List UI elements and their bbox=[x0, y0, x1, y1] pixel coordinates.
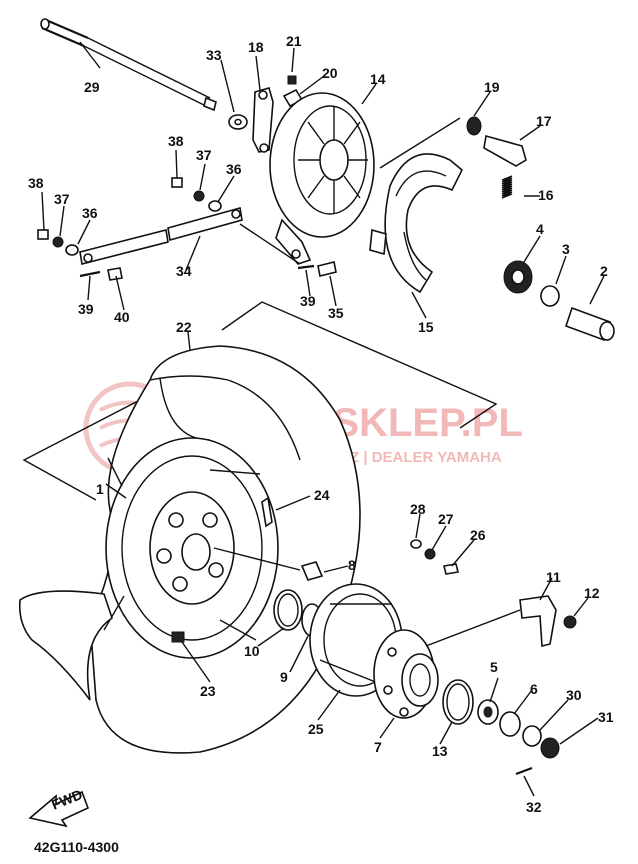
part-tension-bar bbox=[79, 206, 243, 265]
callout-30: 30 bbox=[566, 687, 582, 703]
callout-16: 16 bbox=[538, 187, 554, 203]
assembly-guide-middle bbox=[221, 301, 498, 429]
callout-38: 38 bbox=[168, 133, 184, 149]
callout-8: 8 bbox=[348, 557, 356, 573]
part-clutch-hub bbox=[373, 629, 439, 719]
part-seal-6 bbox=[499, 711, 521, 737]
callout-32: 32 bbox=[526, 799, 542, 815]
callout-11: 11 bbox=[546, 569, 561, 585]
part-fasteners-left bbox=[37, 229, 79, 256]
callout-13: 13 bbox=[432, 743, 448, 759]
part-oring-13 bbox=[442, 679, 474, 725]
callout-27: 27 bbox=[438, 511, 454, 527]
callout-6: 6 bbox=[530, 681, 538, 697]
callout-18: 18 bbox=[248, 39, 264, 55]
part-cam-lever bbox=[252, 87, 274, 153]
callout-35: 35 bbox=[328, 305, 344, 321]
assembly-guide-left bbox=[22, 399, 141, 501]
part-axle-nut-31 bbox=[540, 737, 560, 759]
callout-28: 28 bbox=[410, 501, 426, 517]
fwd-arrow-icon: FWD bbox=[28, 786, 90, 828]
diagram-code: 42G110-4300 bbox=[34, 839, 119, 855]
callout-15: 15 bbox=[418, 319, 434, 335]
callout-23: 23 bbox=[200, 683, 216, 699]
callout-38-left: 38 bbox=[28, 175, 44, 191]
part-spacer-3 bbox=[540, 285, 560, 307]
callout-25: 25 bbox=[308, 721, 324, 737]
callout-36-left: 36 bbox=[82, 205, 98, 221]
part-wheel-tire bbox=[89, 345, 361, 754]
part-axle bbox=[40, 18, 217, 112]
callout-21: 21 bbox=[286, 33, 302, 49]
part-tube bbox=[18, 590, 113, 701]
part-oil-seal-19 bbox=[466, 116, 482, 136]
callout-39-left: 39 bbox=[78, 301, 94, 317]
part-brake-shoes bbox=[369, 153, 463, 294]
part-collar-8 bbox=[300, 561, 324, 581]
part-spring bbox=[501, 175, 513, 199]
callout-34: 34 bbox=[176, 263, 192, 279]
callout-37-left: 37 bbox=[54, 191, 70, 207]
part-cotter-pin-32 bbox=[515, 766, 533, 776]
part-bolt-26 bbox=[443, 563, 459, 575]
callout-22: 22 bbox=[176, 319, 192, 335]
part-bolt-35 bbox=[317, 261, 337, 277]
callout-5: 5 bbox=[490, 659, 498, 675]
callout-40: 40 bbox=[114, 309, 130, 325]
part-oring-10 bbox=[273, 589, 303, 631]
callouts: 1 2 3 4 5 6 7 8 9 10 11 12 13 14 15 16 1… bbox=[28, 33, 614, 815]
part-nut-27 bbox=[424, 548, 436, 560]
callout-36: 36 bbox=[226, 161, 242, 177]
callout-14: 14 bbox=[370, 71, 386, 87]
callout-17: 17 bbox=[536, 113, 552, 129]
callout-3: 3 bbox=[562, 241, 570, 257]
part-bolt-40 bbox=[107, 267, 123, 281]
callout-7: 7 bbox=[374, 739, 382, 755]
callout-33: 33 bbox=[206, 47, 222, 63]
callout-9: 9 bbox=[280, 669, 288, 685]
callout-2: 2 bbox=[600, 263, 608, 279]
part-bracket-11 bbox=[519, 595, 557, 648]
callout-39: 39 bbox=[300, 293, 316, 309]
assembly-guide-upper bbox=[239, 117, 461, 265]
part-washer-28 bbox=[410, 539, 422, 549]
part-camshaft bbox=[483, 134, 527, 167]
callout-12: 12 bbox=[584, 585, 600, 601]
callout-24: 24 bbox=[314, 487, 330, 503]
callout-29: 29 bbox=[84, 79, 100, 95]
callout-19: 19 bbox=[484, 79, 500, 95]
part-cotter-pin-right bbox=[297, 264, 315, 270]
callout-37: 37 bbox=[196, 147, 212, 163]
callout-4: 4 bbox=[536, 221, 544, 237]
part-bolt-21 bbox=[287, 75, 297, 85]
part-cotter-pin-left bbox=[79, 270, 101, 278]
leader-lines bbox=[41, 41, 605, 797]
callout-1: 1 bbox=[96, 481, 104, 497]
callout-26: 26 bbox=[470, 527, 486, 543]
part-nut-12 bbox=[563, 615, 577, 629]
callout-10: 10 bbox=[244, 643, 260, 659]
part-brake-shoe-plate bbox=[269, 92, 375, 265]
part-fasteners-upper bbox=[171, 177, 222, 212]
callout-20: 20 bbox=[322, 65, 338, 81]
callout-31: 31 bbox=[598, 709, 614, 725]
part-spacer-30 bbox=[522, 725, 542, 747]
